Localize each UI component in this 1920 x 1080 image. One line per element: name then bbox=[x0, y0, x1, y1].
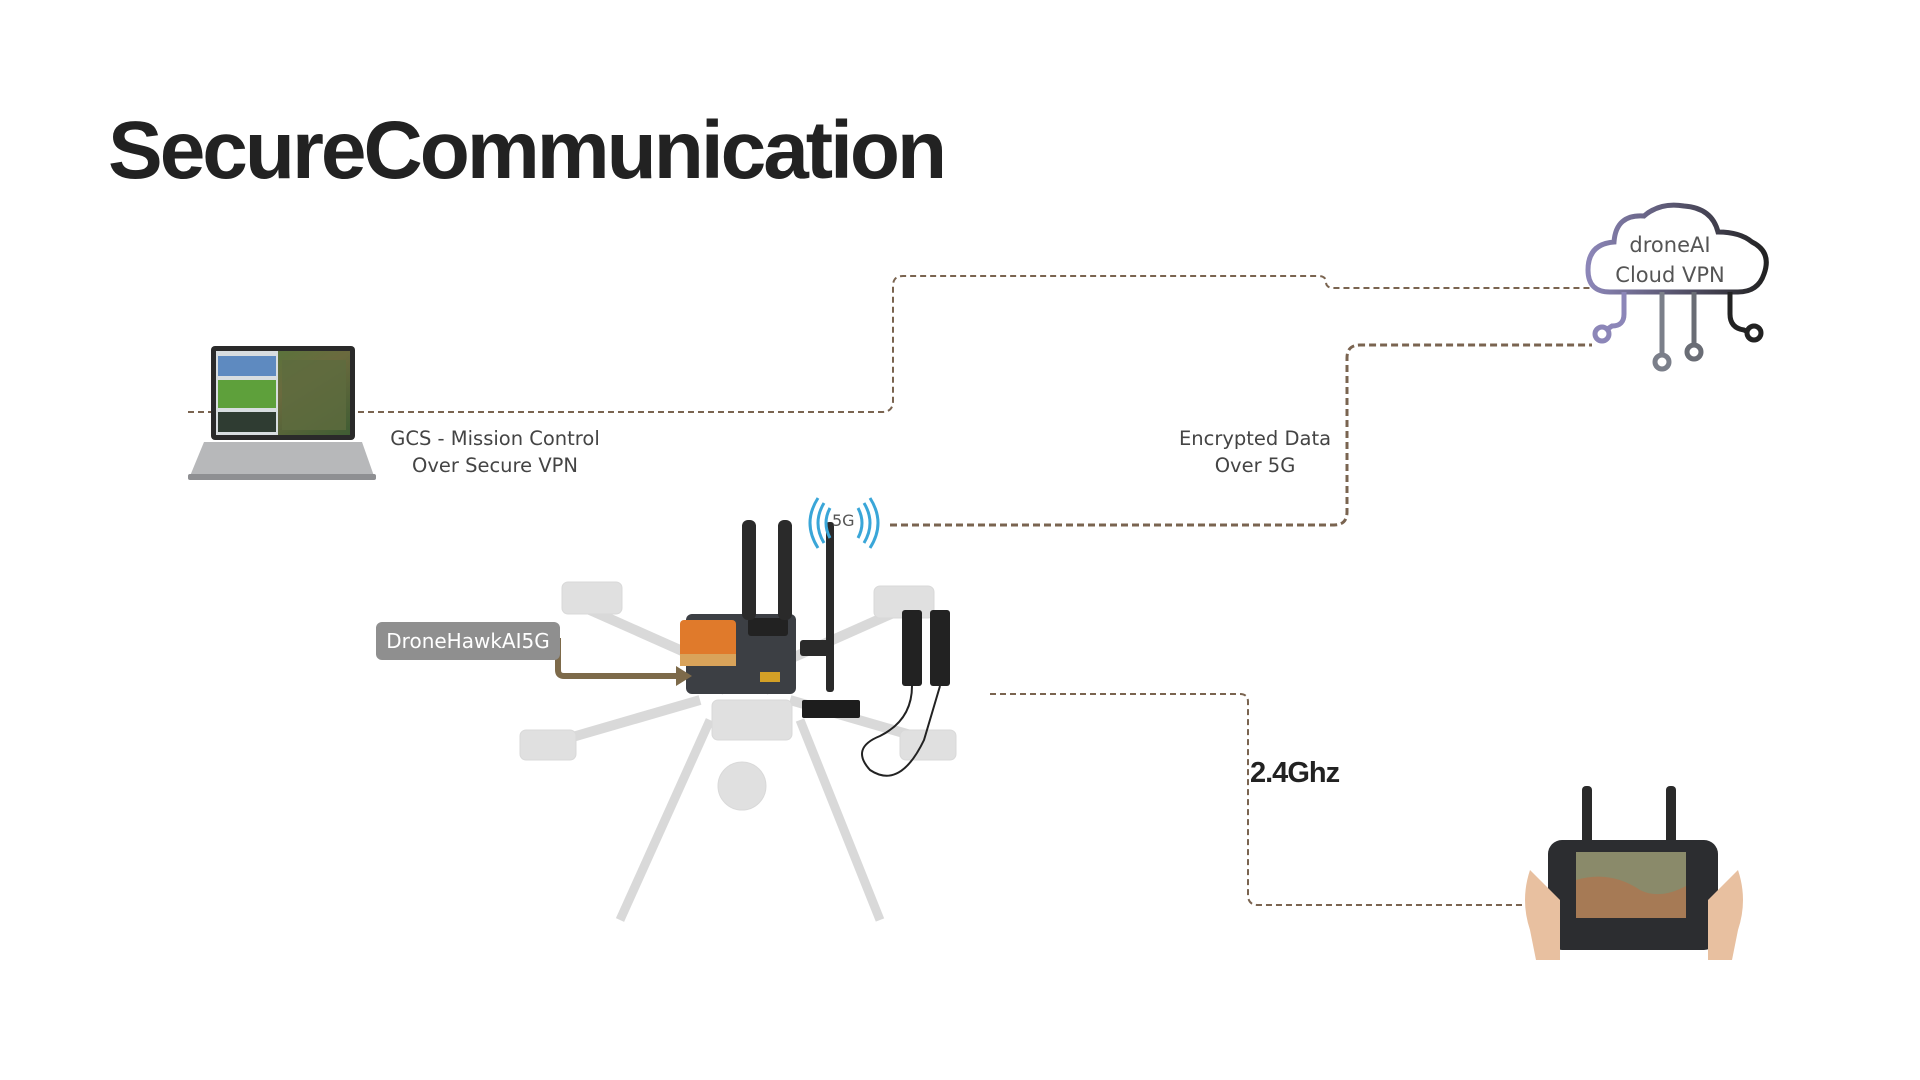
encrypted-label-line1: Encrypted Data bbox=[1178, 427, 1332, 450]
frequency-label: 2.4Ghz bbox=[1250, 757, 1340, 789]
cloud-label: droneAI Cloud VPN bbox=[1600, 230, 1740, 290]
connector-5g-cloud bbox=[890, 343, 1592, 527]
gcs-label: GCS - Mission Control Over Secure VPN bbox=[380, 425, 610, 479]
gcs-label-line1: GCS - Mission Control bbox=[390, 427, 600, 450]
remote-controller-icon bbox=[1525, 786, 1743, 960]
signal-5g-icon bbox=[808, 497, 880, 549]
drone-badge: DroneHawkAI5G bbox=[376, 622, 560, 660]
gcs-label-line2: Over Secure VPN bbox=[411, 454, 579, 477]
encrypted-label: Encrypted Data Over 5G bbox=[1175, 425, 1335, 479]
laptop-icon bbox=[188, 346, 376, 480]
cloud-vpn-icon bbox=[1585, 202, 1769, 372]
connector-gcs-cloud bbox=[188, 275, 1592, 413]
fiveg-label: 5G bbox=[832, 511, 855, 530]
connector-drone-controller bbox=[990, 693, 1525, 906]
cloud-label-line1: droneAI bbox=[1629, 233, 1711, 257]
drone-icon bbox=[519, 520, 957, 922]
encrypted-label-line2: Over 5G bbox=[1214, 454, 1296, 477]
slide-title: SecureCommunication bbox=[108, 105, 947, 196]
cloud-label-line2: Cloud VPN bbox=[1615, 263, 1725, 287]
